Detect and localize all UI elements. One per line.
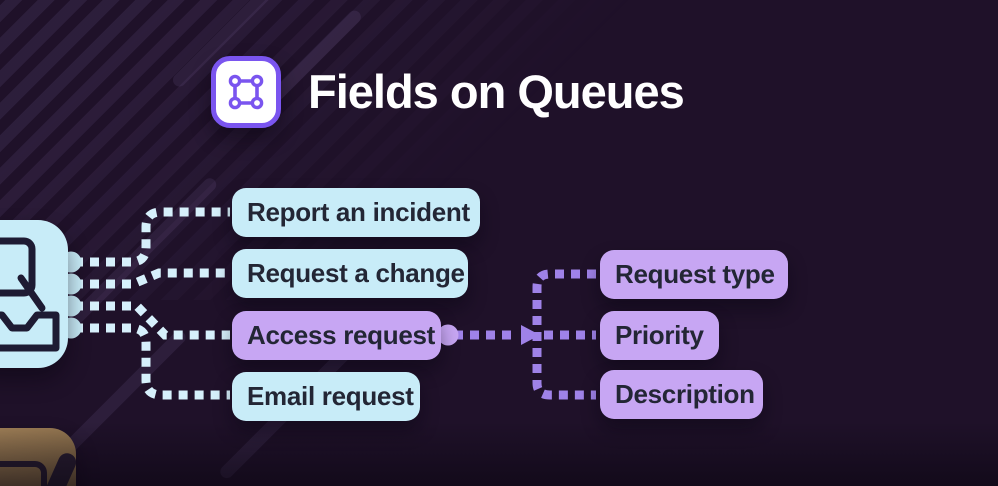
vector-square-icon: [211, 56, 281, 128]
inbox-source-node: [0, 220, 68, 368]
node-email-request: Email request: [232, 372, 420, 421]
bottom-vignette: [0, 422, 998, 486]
node-label: Request type: [615, 259, 775, 289]
node-label: Description: [615, 379, 755, 409]
message-source-node: [0, 428, 76, 486]
node-label: Access request: [247, 320, 436, 350]
node-report-an-incident: Report an incident: [232, 188, 480, 237]
node-access-request: Access request: [232, 311, 441, 360]
node-label: Email request: [247, 381, 414, 411]
node-field-description: Description: [600, 370, 763, 419]
node-label: Priority: [615, 320, 704, 350]
node-request-a-change: Request a change: [232, 249, 468, 298]
node-label: Report an incident: [247, 197, 470, 227]
node-label: Request a change: [247, 258, 465, 288]
node-field-priority: Priority: [600, 311, 719, 360]
inbox-tray-icon: [0, 237, 60, 352]
message-dots-icon: [0, 453, 76, 486]
header: Fields on Queues: [211, 56, 685, 128]
node-field-request-type: Request type: [600, 250, 788, 299]
page-title: Fields on Queues: [308, 65, 685, 118]
